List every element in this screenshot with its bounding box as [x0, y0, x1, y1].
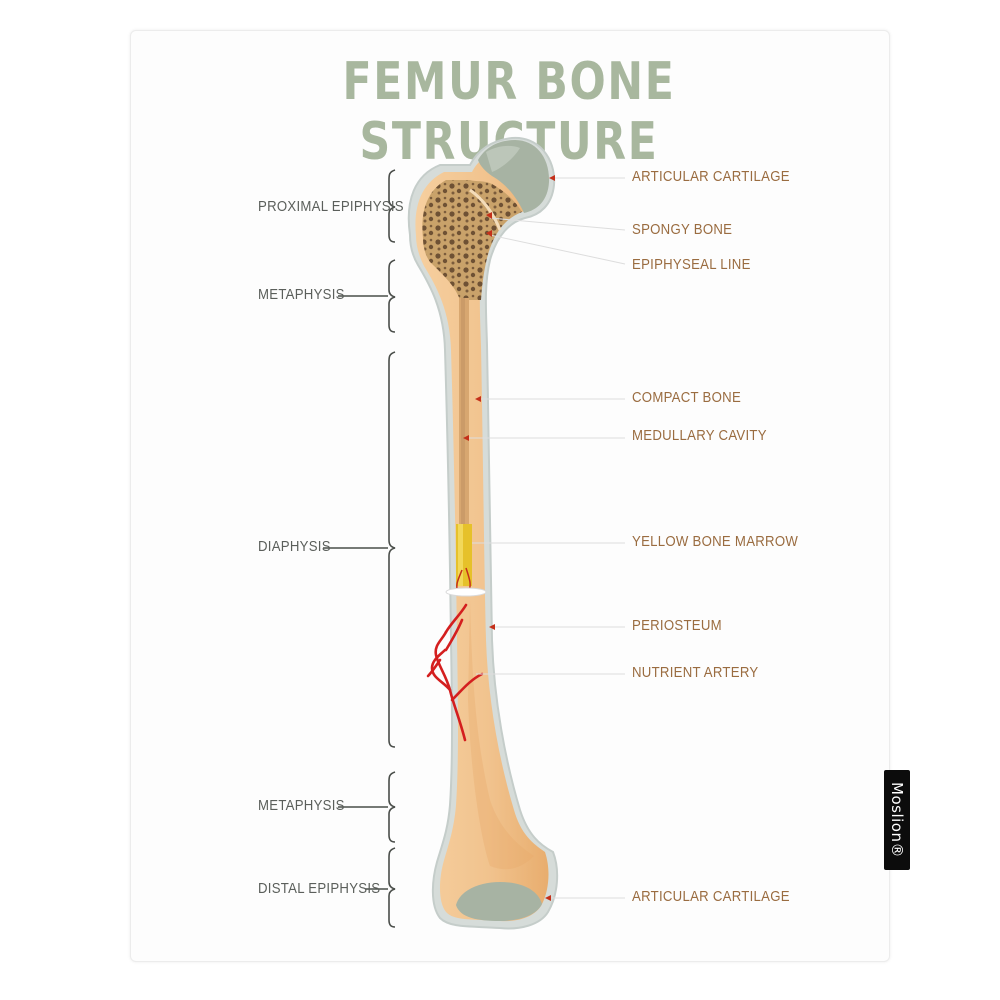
label-medullary-cavity: MEDULLARY CAVITY — [632, 427, 767, 444]
label-yellow-bone-marrow: YELLOW BONE MARROW — [632, 533, 799, 550]
label-epiphyseal-line: EPIPHYSEAL LINE — [632, 256, 751, 273]
articular-cartilage-bottom-shape — [456, 882, 542, 921]
label-proximal-epiphysis: PROXIMAL EPIPHYSIS — [258, 198, 404, 215]
label-distal-epiphysis: DISTAL EPIPHYSIS — [258, 880, 381, 897]
label-articular-cartilage-top: ARTICULAR CARTILAGE — [632, 168, 790, 185]
label-compact-bone: COMPACT BONE — [632, 389, 742, 406]
nutrient-artery-shape — [426, 603, 484, 742]
label-diaphysis: DIAPHYSIS — [258, 538, 331, 555]
label-periosteum: PERIOSTEUM — [632, 617, 722, 634]
label-spongy-bone: SPONGY BONE — [632, 221, 733, 238]
label-articular-cartilage-bottom: ARTICULAR CARTILAGE — [632, 888, 790, 905]
label-metaphysis-bottom: METAPHYSIS — [258, 797, 345, 814]
brand-tag: Moslion® — [884, 770, 910, 870]
label-metaphysis-top: METAPHYSIS — [258, 286, 345, 303]
cross-section-cut — [445, 587, 487, 597]
epiphyseal-line-shape — [469, 188, 502, 231]
region-brackets — [323, 169, 396, 928]
brand-tag-text: Moslion® — [888, 782, 906, 858]
pointer-arrows — [463, 175, 555, 901]
spongy-bone-shape — [422, 180, 522, 300]
bone-body — [415, 145, 549, 922]
pointer-lines — [466, 177, 626, 899]
label-nutrient-artery: NUTRIENT ARTERY — [632, 664, 759, 681]
